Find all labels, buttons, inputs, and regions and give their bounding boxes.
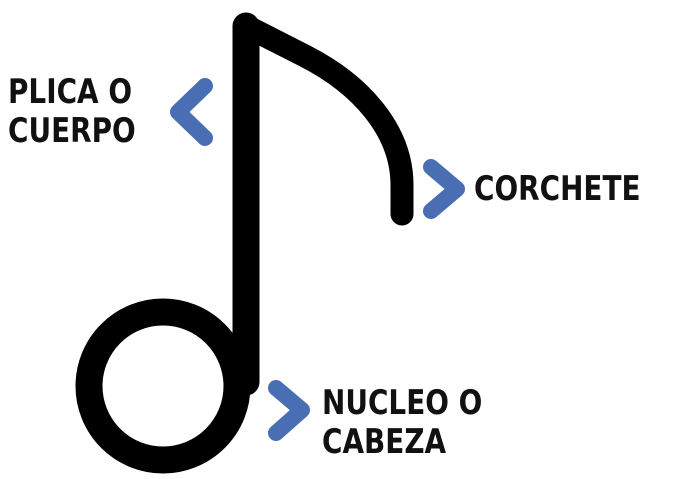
nucleo-label: NUCLEO O CABEZA [322,384,482,462]
plica-label: PLICA O CUERPO [8,73,136,151]
nucleo-label-line2: CABEZA [322,422,447,462]
eighth-note-icon [75,12,414,474]
plica-label-line2: CUERPO [8,111,136,151]
corchete-label-line1: CORCHETE [474,169,641,209]
corchete-label: CORCHETE [474,170,641,209]
nucleo-label-line1: NUCLEO O [322,383,483,423]
note-flag [234,14,414,226]
plica-chevron-icon [170,78,213,146]
nucleo-chevron-icon [268,380,310,441]
note-head [75,298,251,474]
corchete-chevron-icon [423,159,465,219]
plica-label-line1: PLICA O [8,72,133,112]
